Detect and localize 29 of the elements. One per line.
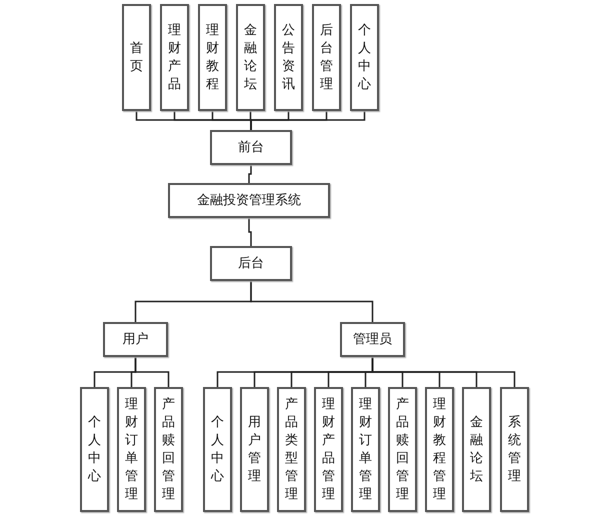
module-box: 个人中心	[203, 387, 232, 512]
module-box: 理财产品管理	[314, 387, 343, 512]
process-box: 管理员	[340, 322, 405, 357]
connector-line	[372, 357, 516, 387]
module-box: 首页	[122, 4, 151, 111]
process-box: 后台	[210, 246, 292, 281]
module-box: 公告资讯	[274, 4, 303, 111]
process-box: 金融投资管理系统	[168, 183, 330, 218]
module-box: 个人中心	[350, 4, 379, 111]
module-box: 理财订单管理	[351, 387, 380, 512]
process-box: 用户	[103, 322, 168, 357]
connector-line	[250, 281, 374, 322]
module-box: 金融论坛	[462, 387, 491, 512]
process-box: 前台	[210, 130, 292, 165]
module-box: 理财教程	[198, 4, 227, 111]
module-box: 后台管理	[312, 4, 341, 111]
module-box: 产品类型管理	[277, 387, 306, 512]
module-box: 金融论坛	[236, 4, 265, 111]
connector-line	[248, 165, 252, 183]
module-box: 产品赎回管理	[388, 387, 417, 512]
connector-line	[248, 218, 252, 246]
module-box: 系统管理	[500, 387, 529, 512]
module-box: 用户管理	[240, 387, 269, 512]
module-box: 产品赎回管理	[154, 387, 183, 512]
module-box: 理财订单管理	[117, 387, 146, 512]
connector-line	[134, 357, 170, 387]
module-box: 个人中心	[80, 387, 109, 512]
module-box: 理财教程管理	[425, 387, 454, 512]
module-box: 理财产品	[160, 4, 189, 111]
